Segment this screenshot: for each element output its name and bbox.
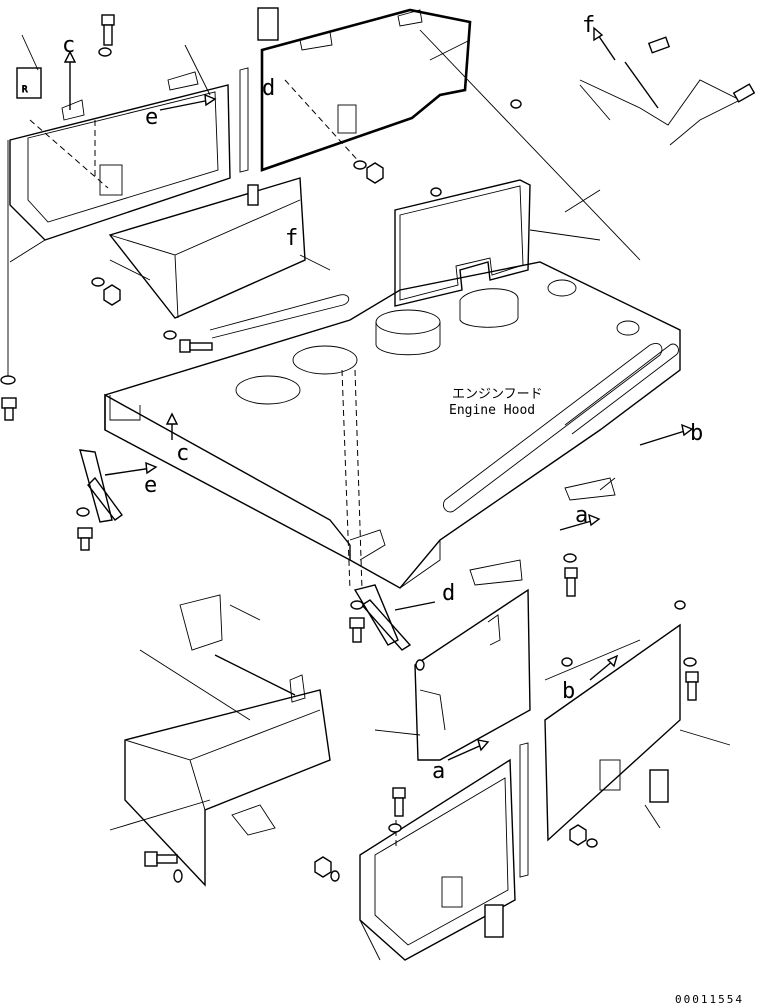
top-left-cover-panel: R [9,67,231,241]
bolt-icon [685,671,699,701]
lower-left-duct [124,689,331,887]
latch-plate-icon-4 [649,769,669,803]
washer-icon [98,47,112,57]
ref-f-upper: f [582,13,595,38]
bolt-icon [1,397,17,421]
washer-icon [510,99,522,109]
seal-rings [375,288,519,356]
hood-title-jp: エンジンフード [452,387,543,402]
direction-arrows [63,26,694,761]
washer-icon [353,160,367,170]
washer-icon [415,659,425,671]
washer-icon [388,823,402,833]
bolt-icon [179,339,213,353]
ref-b-lower: b [562,679,575,704]
svg-text:R: R [22,85,28,95]
bolt-icon [144,851,178,867]
ref-e-lower: e [144,473,157,498]
washer-icon [330,870,340,882]
ref-a-upper: a [575,503,588,528]
washer-icon [350,600,364,610]
reference-letters: c e d f f c e b a d b a [62,13,703,784]
prop-rod-assembly-bottom [179,594,306,703]
lower-right-panel [544,623,681,842]
duct-cover [108,177,306,319]
latch-plate-icon-3 [484,904,504,938]
ref-d-upper: d [262,76,275,101]
drawing-number: 00011554 [675,993,744,1006]
washer-icon [561,657,573,667]
edge-strip [239,67,249,173]
left-brackets [79,449,123,523]
bolt-icon [349,617,365,643]
assembly-dashed-lines [29,79,397,850]
gasket-panel [394,179,531,307]
top-center-cover-panel [257,7,472,172]
fasteners [0,14,699,883]
washer-icon [91,277,105,287]
washer-icon [173,869,183,883]
ref-c-upper: c [62,33,75,58]
washer-icon [0,375,16,385]
washer-icon [586,838,598,848]
washer-icon [430,187,442,197]
engine-hood-body [104,261,681,589]
lower-bottom-panel [359,758,669,961]
washer-icon [683,657,697,667]
latch-plate-icon [16,67,42,99]
edge-strip-lower [519,742,529,878]
nut-icon [103,284,121,306]
ref-b-upper: b [690,421,703,446]
washer-icon [563,553,577,563]
ref-f-lower: f [285,226,298,251]
latch-plate-icon-2 [257,7,279,41]
lower-middle-panel [414,588,531,761]
nut-icon [314,856,332,878]
ref-a-lower: a [432,759,445,784]
ref-c-lower: c [176,441,189,466]
bolt-icon [101,14,115,46]
middle-bracket [353,584,412,651]
nut-icon [569,824,587,846]
nut-icon [366,162,384,184]
bolt-icon [77,527,93,551]
bolt-icon [392,787,406,817]
leader-lines [7,29,731,961]
hood-title-en: Engine Hood [449,403,535,418]
prop-rod-assembly-top [579,36,756,146]
washer-icon [163,330,177,340]
bolt-icon [564,567,578,597]
washer-icon [76,507,90,517]
ref-e-upper: e [145,105,158,130]
washer-icon [674,600,686,610]
ref-d-lower: d [442,581,455,606]
